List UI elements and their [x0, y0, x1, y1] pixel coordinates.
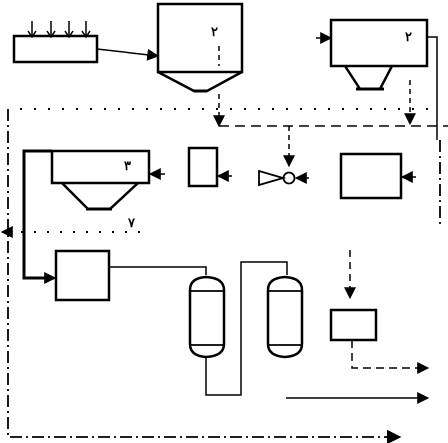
column1-to-column2-pipe [205, 261, 288, 396]
feed-to-hopper-arrow [96, 48, 160, 61]
tank-top-right-label: ۲ [405, 30, 412, 45]
column-2 [266, 275, 304, 359]
feed-box [12, 21, 99, 64]
lower-left-box [54, 249, 111, 302]
box-to-column1-pipe [109, 266, 207, 275]
lower-right-dashed-outlet [351, 340, 430, 374]
top-right-recycle-line [427, 36, 438, 140]
tank-mid-left-label: ۳ [124, 159, 131, 174]
small-dosing-box [187, 146, 219, 188]
tank-mid-left-outlet-label: ۷ [127, 216, 136, 231]
mid-left-settler-tank [50, 149, 151, 211]
lower-right-box [329, 308, 378, 342]
pump-valve-symbol [258, 169, 296, 187]
top-center-hopper-tank [156, 2, 244, 93]
right-middle-box [339, 152, 403, 200]
tank-top-center-label: ۲ [211, 25, 218, 40]
settler-to-lower-box-line [22, 149, 54, 280]
outer-dashdot-loop [7, 109, 402, 443]
top-right-tank [329, 18, 429, 91]
column-1 [188, 275, 226, 359]
